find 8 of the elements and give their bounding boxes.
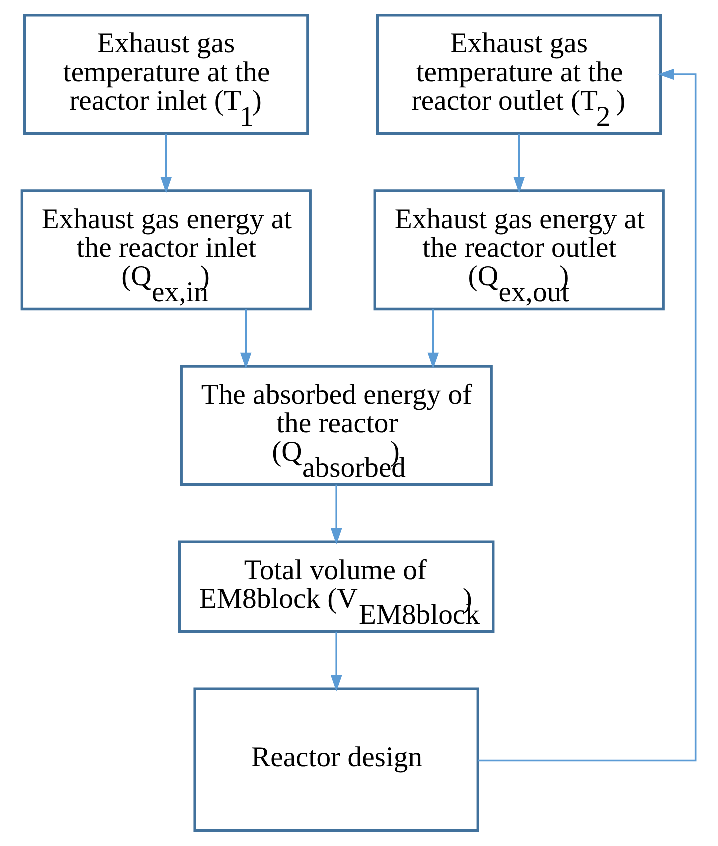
arrow: [160, 134, 172, 194]
arrow: [240, 310, 252, 370]
arrow: [478, 68, 697, 762]
arrow: [330, 632, 342, 692]
arrow: [428, 310, 439, 370]
arrow: [514, 134, 525, 194]
arrow: [330, 484, 342, 545]
node-box: Reactor design: [194, 688, 480, 832]
